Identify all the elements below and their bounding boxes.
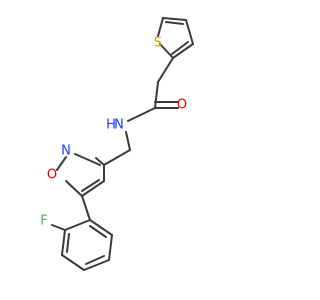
bond-ring-double-2	[85, 255, 105, 265]
bond-ch2-isoxazole	[103, 149, 131, 166]
bond-ring-double-3	[89, 225, 107, 238]
bond-c4-c3	[185, 19, 194, 45]
bond-nitrogen-ch2	[125, 131, 131, 151]
amide-nitrogen-label: N	[114, 118, 124, 133]
carbonyl-oxygen-label: O	[177, 98, 187, 113]
bond-c3-n	[95, 157, 105, 166]
bond-ring-6	[89, 219, 113, 236]
bond-c5-o	[65, 180, 83, 197]
fluorine-label: F	[40, 214, 47, 229]
bond-ring-3	[61, 254, 85, 271]
bond-c3-c2	[162, 17, 187, 21]
bond-isoxazole-phenyl	[81, 195, 91, 221]
bond-lines	[51, 17, 194, 271]
bond-o-n	[56, 156, 67, 171]
bond-thiophene-ch2	[157, 57, 174, 83]
bond-n-c3-double	[74, 153, 101, 166]
ring-oxygen-label: O	[47, 168, 57, 183]
bond-ch2-carbonyl	[154, 81, 159, 109]
bond-carbonyl-nitrogen	[127, 107, 156, 122]
bond-ring-2	[61, 229, 66, 256]
bond-ring-5	[108, 234, 113, 261]
bond-c4-c5	[81, 180, 105, 197]
ring-nitrogen-label: N	[61, 144, 71, 159]
bond-ring-double-1	[66, 233, 70, 253]
bond-s-c5	[159, 43, 174, 59]
sulfur-label: S	[154, 36, 162, 51]
molecule-structure: S O N H N O F	[40, 17, 194, 271]
bond-c3-c2-double	[165, 21, 184, 25]
bond-ring-fluorine	[51, 224, 66, 231]
amide-hydrogen-label: H	[106, 118, 116, 133]
bond-c5-c4-double	[171, 41, 189, 55]
bond-c2-s	[157, 17, 164, 37]
bond-c4-c5-double	[81, 179, 100, 192]
bond-c5-c4	[172, 43, 194, 59]
bond-ring-4	[83, 259, 110, 271]
bond-ring-1	[64, 219, 91, 231]
atom-labels: S O N H N O F	[40, 36, 187, 229]
